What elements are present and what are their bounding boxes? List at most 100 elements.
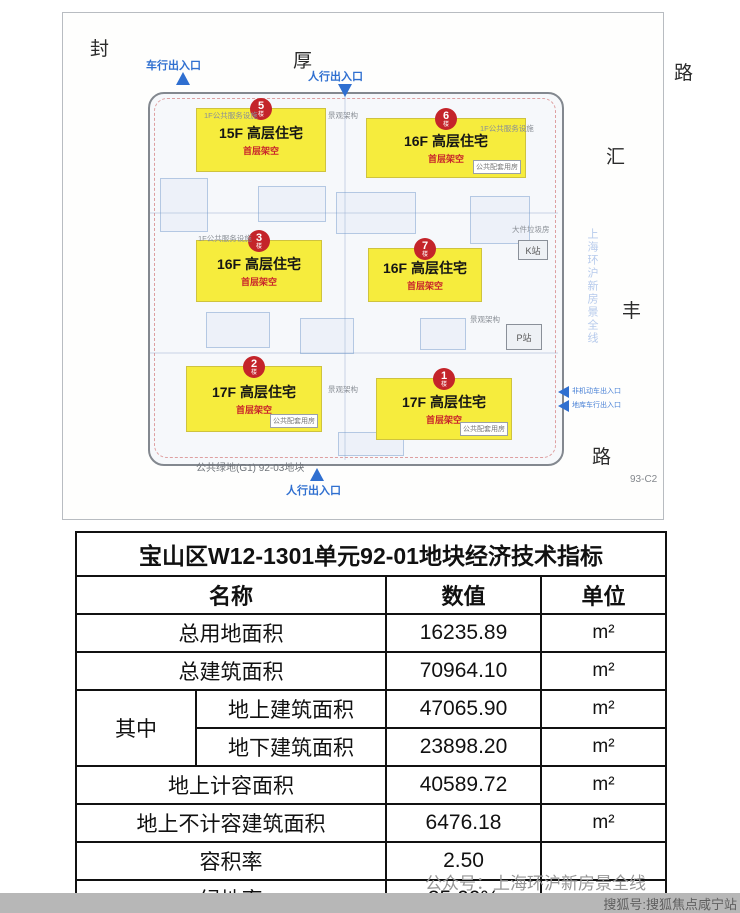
vehicle-entrance-label: 车行出入口 <box>146 60 201 72</box>
support-facility-box: 公共配套用房 <box>473 160 521 174</box>
building-label: 17F 高层住宅 <box>211 384 296 400</box>
landscape-structure-note: 景观架构 <box>328 111 358 120</box>
row-name: 总用地面积 <box>75 613 387 653</box>
site-boundary-dashed-line <box>154 98 556 458</box>
support-facility-box: 公共配套用房 <box>460 422 508 436</box>
row-name: 容积率 <box>75 841 387 881</box>
building-number-badge: 5 楼 <box>250 98 272 120</box>
plan-vertical-watermark: 上海环沪新房景全线 <box>586 228 598 345</box>
building-note: 首层架空 <box>425 415 462 425</box>
building-note: 首层架空 <box>240 277 277 287</box>
street-name-south-east: 路 <box>592 447 612 468</box>
service-facility-note: 1F公共服务设施 <box>198 234 252 243</box>
row-unit: m² <box>539 765 668 805</box>
pedestrian-entrance-bottom-arrow-icon <box>310 468 324 481</box>
building-note: 首层架空 <box>235 405 272 415</box>
street-name-east-upper: 汇 <box>606 147 626 168</box>
pedestrian-entrance-top-label: 人行出入口 <box>308 71 363 83</box>
building-number-suffix: 楼 <box>421 251 428 258</box>
building-number: 1 <box>440 369 448 382</box>
nonmotor-entrance-arrow-icon <box>558 386 569 398</box>
landscape-structure-note: 景观架构 <box>470 315 500 324</box>
building-block-3: 3 楼 16F 高层住宅 首层架空 <box>196 230 322 302</box>
building-number-suffix: 楼 <box>442 121 449 128</box>
row-name: 总建筑面积 <box>75 651 387 691</box>
building-label: 16F 高层住宅 <box>382 260 467 276</box>
vehicle-entrance-arrow-icon <box>176 72 190 85</box>
building-label: 16F 高层住宅 <box>403 133 488 149</box>
building-footprint <box>206 312 270 348</box>
building-label: 15F 高层住宅 <box>218 125 303 141</box>
col-header-unit: 单位 <box>539 575 668 615</box>
support-facility-box: 公共配套用房 <box>270 414 318 428</box>
building-number-badge: 6 楼 <box>435 108 457 130</box>
building-footprint <box>420 318 466 350</box>
street-name-west: 封 <box>90 39 110 60</box>
row-unit: m² <box>539 727 668 767</box>
building-number-suffix: 楼 <box>250 369 257 376</box>
building-block-5: 5 楼 15F 高层住宅 首层架空 <box>196 98 326 172</box>
waste-room-note: 大件垃圾房 <box>512 225 550 234</box>
internal-road <box>150 212 558 214</box>
green-belt-note: 公共绿地(G1) 92-03地块 <box>196 463 305 474</box>
row-unit: m² <box>539 803 668 843</box>
p-station-box: P站 <box>506 324 542 350</box>
row-unit: m² <box>539 689 668 729</box>
nonmotor-entrance-label: 非机动车出入口 <box>572 388 621 395</box>
building-footprint <box>470 196 530 244</box>
building-footprint <box>300 318 354 354</box>
row-name: 地上不计容建筑面积 <box>75 803 387 843</box>
building-block-1: 1 楼 17F 高层住宅 首层架空 公共配套用房 <box>376 368 512 440</box>
service-facility-note: 1F公共服务设施 <box>204 111 258 120</box>
building-note: 首层架空 <box>406 281 443 291</box>
building-number: 6 <box>442 109 450 122</box>
building-footprint <box>336 192 416 234</box>
building-number-badge: 2 楼 <box>243 356 265 378</box>
row-value: 47065.90 <box>385 689 542 729</box>
spec-table: 宝山区W12-1301单元92-01地块经济技术指标 名称 数值 单位 总用地面… <box>74 531 668 913</box>
row-value: 23898.20 <box>385 727 542 767</box>
building-number-suffix: 楼 <box>257 111 264 118</box>
building-number: 3 <box>255 231 263 244</box>
building-number-badge: 7 楼 <box>414 238 436 260</box>
row-unit: m² <box>539 651 668 691</box>
street-name-east-mid: 丰 <box>622 301 642 322</box>
service-facility-note: 1F公共服务设施 <box>480 124 534 133</box>
building-block-2: 2 楼 17F 高层住宅 首层架空 公共配套用房 <box>186 356 322 432</box>
wechat-watermark: 公众号：上海环沪新房景全线 <box>425 874 646 893</box>
table-row: 地上不计容建筑面积 6476.18 m² <box>75 803 668 843</box>
table-title: 宝山区W12-1301单元92-01地块经济技术指标 <box>74 531 668 577</box>
table-row: 其中 地上建筑面积 47065.90 m² <box>75 689 668 767</box>
building-footprint <box>160 178 208 232</box>
building-number: 2 <box>250 357 258 370</box>
internal-road <box>150 352 558 354</box>
table-row: 总建筑面积 70964.10 m² <box>75 651 668 691</box>
building-number-badge: 1 楼 <box>433 368 455 390</box>
pedestrian-entrance-top-arrow-icon <box>338 84 352 97</box>
building-number: 5 <box>257 99 265 112</box>
row-unit <box>539 841 668 881</box>
row-name: 地下建筑面积 <box>195 727 387 767</box>
landscape-structure-note: 景观架构 <box>328 385 358 394</box>
internal-road <box>344 94 346 460</box>
sohu-watermark: 搜狐号:搜狐焦点咸宁站 <box>603 896 737 912</box>
row-value: 40589.72 <box>385 765 542 805</box>
garage-entrance-label: 地库车行出入口 <box>572 402 621 409</box>
row-value: 2.50 <box>385 841 542 881</box>
garage-entrance-arrow-icon <box>558 400 569 412</box>
col-header-value: 数值 <box>385 575 542 615</box>
bottom-bar: 搜狐号:搜狐焦点咸宁站 <box>0 893 740 913</box>
col-header-name: 名称 <box>75 575 387 615</box>
street-name-north-east: 路 <box>674 63 694 84</box>
row-name: 地上建筑面积 <box>195 689 387 729</box>
row-name: 地上计容面积 <box>75 765 387 805</box>
k-station-box: K站 <box>518 240 548 260</box>
row-value: 6476.18 <box>385 803 542 843</box>
building-block-6: 6 楼 16F 高层住宅 首层架空 公共配套用房 <box>366 108 526 178</box>
building-number: 7 <box>421 239 429 252</box>
parcel-code-note: 93-C2 <box>630 474 658 485</box>
group-cell: 其中 <box>75 689 197 767</box>
building-label: 16F 高层住宅 <box>216 256 301 272</box>
building-block-7: 7 楼 16F 高层住宅 首层架空 <box>368 238 482 302</box>
